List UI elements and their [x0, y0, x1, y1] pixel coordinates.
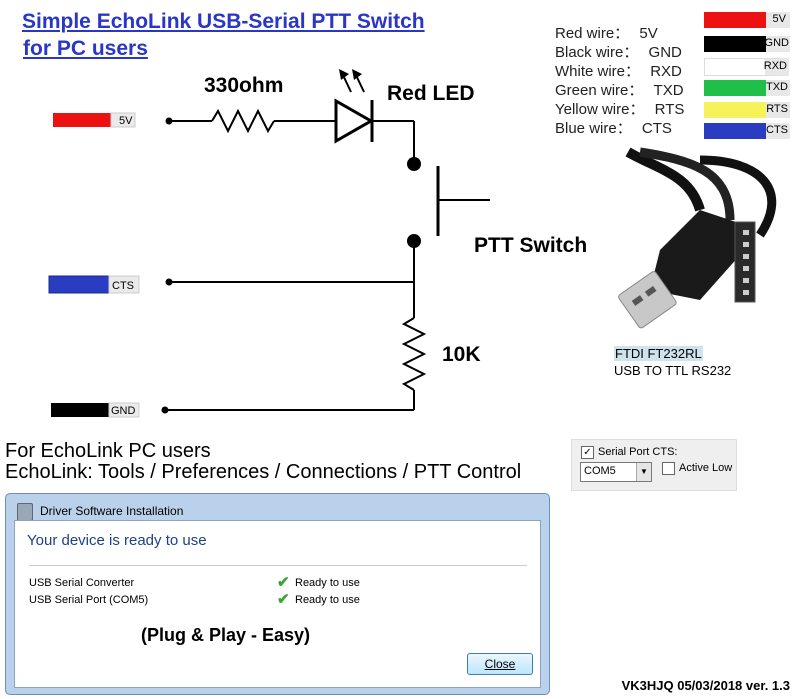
cable-desc: USB TO TTL RS232	[614, 363, 732, 378]
diagram-title: Simple EchoLink USB-Serial PTT Switch fo…	[22, 8, 425, 62]
check-icon: ✔	[277, 591, 290, 608]
resistor-330-label: 330ohm	[204, 74, 283, 97]
swatch-green: TXD	[704, 80, 790, 96]
led-symbol	[334, 69, 375, 144]
legend-row-yellow: Yellow wire： RTS	[555, 101, 685, 118]
swatch-yellow: RTS	[704, 102, 790, 118]
com-port-value: COM5	[584, 465, 616, 477]
legend-row-blue: Blue wire： CTS	[555, 120, 672, 137]
swatch-blue: CTS	[704, 123, 790, 139]
serial-port-panel: ✓ Serial Port CTS: COM5 ▼ Active Low	[571, 439, 737, 491]
title-line-2: for PC users	[23, 37, 148, 60]
led-label: Red LED	[387, 82, 475, 105]
legend-row-white: White wire： RXD	[555, 63, 682, 80]
check-icon: ✔	[277, 574, 290, 591]
usb-cable-illustration	[618, 147, 777, 329]
instruction-line-1: For EchoLink PC users	[5, 440, 211, 462]
ptt-switch-label: PTT Switch	[474, 234, 587, 257]
ptt-switch-symbol	[436, 166, 490, 236]
chevron-down-icon: ▼	[636, 463, 651, 481]
dialog-body: Your device is ready to use USB Serial C…	[14, 520, 541, 688]
resistor-10k-symbol	[401, 317, 427, 391]
dialog-title: Driver Software Installation	[40, 504, 184, 518]
cable-model: FTDI FT232RL	[614, 346, 703, 361]
device-status: Ready to use	[295, 594, 360, 606]
connector-cts-label: CTS	[112, 280, 134, 292]
swatch-black: GND	[704, 36, 790, 52]
dialog-divider	[29, 565, 527, 566]
connector-cts	[48, 275, 110, 294]
legend-row-red: Red wire： 5V	[555, 25, 658, 42]
legend-row-green: Green wire： TXD	[555, 82, 684, 99]
connector-gnd-label: GND	[111, 405, 136, 417]
connector-5v	[53, 113, 111, 127]
plug-and-play-note: (Plug & Play - Easy)	[141, 625, 311, 645]
device-status: Ready to use	[295, 577, 360, 589]
device-name: USB Serial Converter	[29, 577, 135, 589]
active-low-label: Active Low	[679, 462, 733, 474]
com-port-select[interactable]: COM5 ▼	[580, 462, 652, 482]
active-low-checkbox[interactable]	[662, 462, 675, 475]
close-button-label: Close	[484, 657, 516, 671]
connector-gnd	[51, 403, 109, 417]
swatch-white: RXD	[704, 58, 789, 76]
resistor-330-symbol	[211, 108, 275, 134]
instruction-line-2: EchoLink: Tools / Preferences / Connecti…	[5, 461, 522, 483]
version-footer: VK3HJQ 05/03/2018 ver. 1.3	[621, 678, 790, 693]
serial-port-cts-checkbox[interactable]: ✓	[581, 446, 594, 459]
resistor-10k-label: 10K	[442, 343, 481, 366]
swatch-red: 5V	[704, 12, 790, 28]
serial-port-cts-label: Serial Port CTS:	[598, 446, 678, 458]
driver-icon	[17, 503, 33, 521]
title-line-1: Simple EchoLink USB-Serial PTT Switch	[22, 10, 425, 33]
driver-install-dialog: Driver Software Installation Your device…	[5, 493, 550, 695]
close-button[interactable]: Close	[467, 653, 533, 675]
legend-row-black: Black wire： GND	[555, 44, 682, 61]
connector-5v-label: 5V	[119, 115, 133, 127]
dialog-heading: Your device is ready to use	[27, 532, 207, 549]
device-name: USB Serial Port (COM5)	[29, 594, 149, 606]
